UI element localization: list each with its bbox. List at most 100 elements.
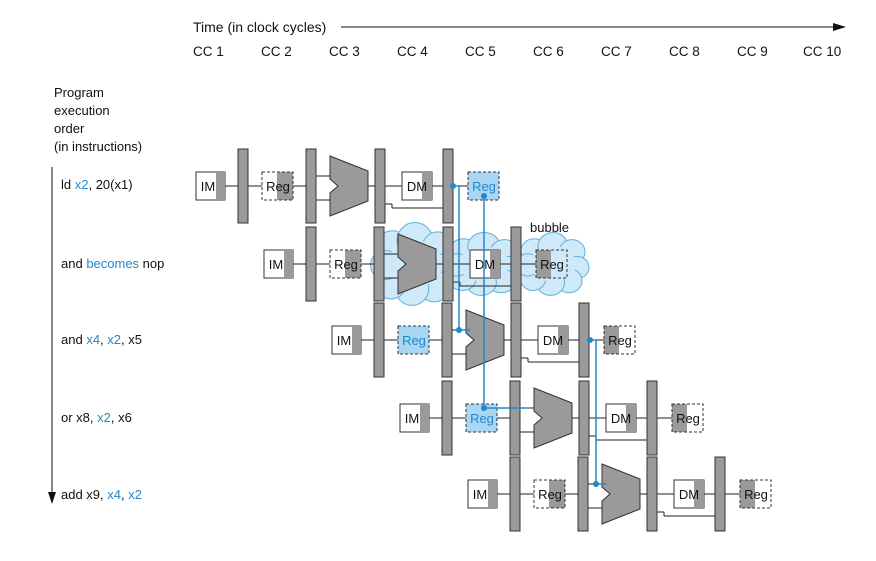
row4-im-text: IM [405,411,419,426]
row3-reg-write-text: Reg [608,333,632,348]
instruction-label-4: or x8, x2, x6 [61,410,132,425]
row2-im-shade [284,250,293,278]
instruction-3-text-d: x2 [107,332,122,347]
row1-reg-read-text: Reg [266,179,290,194]
instruction-5-text-d: x2 [128,487,142,502]
row3-alu [465,309,505,371]
order-label-line-3: order [54,121,85,136]
instruction-3-text-a: and [61,332,87,347]
fwd-1-dot-start [450,183,456,189]
time-arrow [341,23,846,31]
row4-reg-write-text: Reg [676,411,700,426]
row5-pipe-reg-3 [646,456,658,532]
row1-pipe-reg-3 [374,148,386,224]
instruction-label-3: and x4, x2, x5 [61,332,142,347]
instruction-3-text-c: , [100,332,108,347]
row5-alu [601,463,641,525]
order-label-line-2: execution [54,103,110,118]
row5-reg-read-text: Reg [538,487,562,502]
instruction-3-text-e: , x5 [121,332,142,347]
fwd-3-dot-end [593,481,599,487]
row1-dm-text: DM [407,179,427,194]
row3-pipe-reg-3 [510,302,522,378]
row3-im-shade [352,326,361,354]
row3-reg-write [603,325,636,355]
row2-pipe-reg-4 [510,226,522,302]
row2-pipe-reg-1 [305,226,317,302]
instruction-label-5: add x9, x4, x2 [61,487,142,502]
instruction-2-text-c: nop [139,256,165,271]
order-label-line-4: (in instructions) [54,139,143,154]
instruction-label-1: ld x2, 20(x1) [61,177,133,192]
row3-pipe-reg-1 [373,302,385,378]
instruction-5-text-c: , [121,487,129,502]
row2-reg-write [535,249,568,279]
instruction-2-text-b: becomes [86,256,140,271]
row2-reg-read-shade [345,250,361,278]
fwd-1-dot-end [456,327,462,333]
time-axis-label: Time (in clock cycles) [193,19,327,35]
row2-alu [397,233,437,295]
row2-pipe-reg-2 [373,226,385,302]
row2-reg-write-shade [536,250,551,278]
instruction-1-text-c: , 20(x1) [88,177,133,192]
row1-pipe-reg-2 [305,148,317,224]
instruction-2-text-a: and [61,256,87,271]
row1-im-text: IM [201,179,215,194]
row4-pipe-reg-1 [441,380,453,456]
instruction-4-text-b: x2 [97,410,111,425]
row2-pipe-reg-3 [442,226,454,302]
row1-reg-read-shade [277,172,293,200]
row1-pipe-reg-1 [237,148,249,224]
row5-im-text: IM [473,487,487,502]
forwarding-paths [450,183,606,487]
row5-reg-write [739,479,772,509]
row3-dm-shade [558,326,568,354]
row3-pipe-reg-2 [441,302,453,378]
row4-reg-read [465,403,498,433]
cc-label-6: CC 6 [533,44,564,59]
instruction-5-text-b: x4 [107,487,121,502]
row4-pipe-reg-2 [509,380,521,456]
instruction-label-2: and becomes nop [61,256,164,271]
row2-reg-write-text: Reg [540,257,564,272]
row3-im-text: IM [337,333,351,348]
row4-reg-read-text: Reg [470,411,494,426]
row5-reg-write-text: Reg [744,487,768,502]
row4-im-shade [420,404,429,432]
row4-alu [533,387,573,449]
row1-reg-read [261,171,294,201]
instruction-4-text-c: , x6 [110,410,132,425]
fwd-2-dot-end [481,405,487,411]
row4-dm-shade [626,404,636,432]
row4-dm-text: DM [611,411,631,426]
row2-reg-read-text: Reg [334,257,358,272]
row5-reg-write-shade [740,480,755,508]
row2-im-text: IM [269,257,283,272]
cc-label-8: CC 8 [669,44,700,59]
cc-label-2: CC 2 [261,44,292,59]
instruction-4-text-a: or x8, [61,410,98,425]
cc-label-1: CC 1 [193,44,224,59]
row1-reg-write-text: Reg [472,179,496,194]
instruction-3-text-b: x4 [86,332,101,347]
instruction-1-text-a: ld [61,177,75,192]
row2-reg-read [329,249,362,279]
cc-label-4: CC 4 [397,44,428,59]
row5-pipe-reg-1 [509,456,521,532]
instruction-5-text-a: add x9, [61,487,108,502]
row4-reg-write [671,403,704,433]
fwd-2-dot-start [481,193,487,199]
order-arrow [48,167,56,504]
row3-reg-read [397,325,430,355]
row4-pipe-reg-4 [646,380,658,456]
row1-alu [329,155,369,217]
row3-reg-read-text: Reg [402,333,426,348]
row2-dm-text: DM [475,257,495,272]
row1-im-shade [216,172,225,200]
row2-dm-shade [490,250,500,278]
row1-reg-write [467,171,500,201]
row3-reg-write-shade [604,326,619,354]
